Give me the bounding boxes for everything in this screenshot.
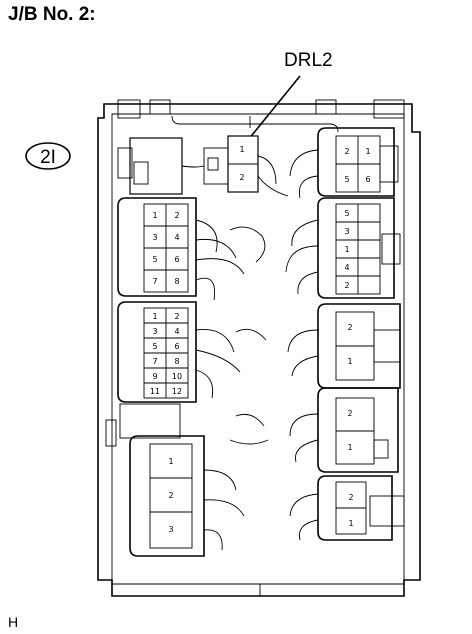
svg-text:3: 3 bbox=[152, 327, 157, 336]
svg-text:5: 5 bbox=[152, 342, 157, 351]
svg-text:2: 2 bbox=[347, 409, 352, 418]
connector-right-middle: 2 1 bbox=[317, 303, 401, 389]
svg-text:1: 1 bbox=[347, 357, 352, 366]
svg-text:1: 1 bbox=[344, 245, 349, 254]
connector-right-lower: 2 1 bbox=[317, 387, 399, 473]
svg-text:12: 12 bbox=[172, 387, 182, 396]
diagram-title: J/B No. 2: bbox=[8, 4, 96, 25]
svg-text:11: 11 bbox=[150, 387, 160, 396]
svg-text:10: 10 bbox=[172, 372, 182, 381]
svg-text:3: 3 bbox=[344, 227, 349, 236]
drl2-connector: 1 2 bbox=[203, 135, 259, 193]
svg-text:7: 7 bbox=[152, 277, 157, 286]
svg-text:1: 1 bbox=[347, 443, 352, 452]
drl2-leader-line bbox=[247, 75, 301, 141]
connector-right-upper: 5 3 1 4 2 bbox=[317, 197, 401, 299]
svg-text:5: 5 bbox=[344, 175, 349, 184]
svg-text:9: 9 bbox=[152, 372, 157, 381]
svg-text:1: 1 bbox=[152, 312, 157, 321]
svg-text:4: 4 bbox=[344, 263, 349, 272]
svg-text:1: 1 bbox=[365, 147, 370, 156]
svg-text:2: 2 bbox=[344, 281, 349, 290]
wiring-traces bbox=[181, 149, 319, 551]
svg-text:1: 1 bbox=[168, 457, 173, 466]
connector-id-text: 2I bbox=[40, 147, 56, 168]
svg-text:2: 2 bbox=[168, 491, 173, 500]
svg-text:2: 2 bbox=[174, 312, 179, 321]
svg-text:5: 5 bbox=[344, 209, 349, 218]
svg-text:8: 8 bbox=[174, 357, 179, 366]
svg-text:6: 6 bbox=[174, 342, 179, 351]
svg-text:2: 2 bbox=[348, 493, 353, 502]
svg-text:1: 1 bbox=[348, 519, 353, 528]
svg-text:4: 4 bbox=[174, 233, 179, 242]
svg-text:5: 5 bbox=[152, 255, 157, 264]
svg-text:4: 4 bbox=[174, 327, 179, 336]
svg-text:3: 3 bbox=[168, 525, 173, 534]
connector-bottom-left: 1 2 3 bbox=[105, 403, 205, 557]
svg-text:6: 6 bbox=[174, 255, 179, 264]
junction-block-body bbox=[97, 99, 421, 597]
connector-top-left bbox=[117, 137, 183, 195]
svg-text:2: 2 bbox=[239, 173, 244, 182]
svg-text:2: 2 bbox=[344, 147, 349, 156]
connector-left-middle: 1 2 3 4 5 6 7 8 9 10 11 12 bbox=[117, 301, 197, 403]
svg-text:1: 1 bbox=[152, 211, 157, 220]
svg-text:2: 2 bbox=[174, 211, 179, 220]
image-code: H bbox=[8, 614, 19, 630]
svg-text:2: 2 bbox=[347, 323, 352, 332]
connector-bottom-right: 2 1 bbox=[317, 475, 405, 541]
svg-text:1: 1 bbox=[239, 145, 244, 154]
svg-text:8: 8 bbox=[174, 277, 179, 286]
connector-id-bubble: 2I bbox=[25, 142, 71, 170]
connector-left-upper: 1 2 3 4 5 6 7 8 bbox=[117, 197, 197, 297]
connector-top-right: 1 2 6 5 bbox=[317, 127, 399, 197]
drl2-label: DRL2 bbox=[284, 50, 333, 71]
svg-text:3: 3 bbox=[152, 233, 157, 242]
svg-text:6: 6 bbox=[365, 175, 370, 184]
svg-text:7: 7 bbox=[152, 357, 157, 366]
